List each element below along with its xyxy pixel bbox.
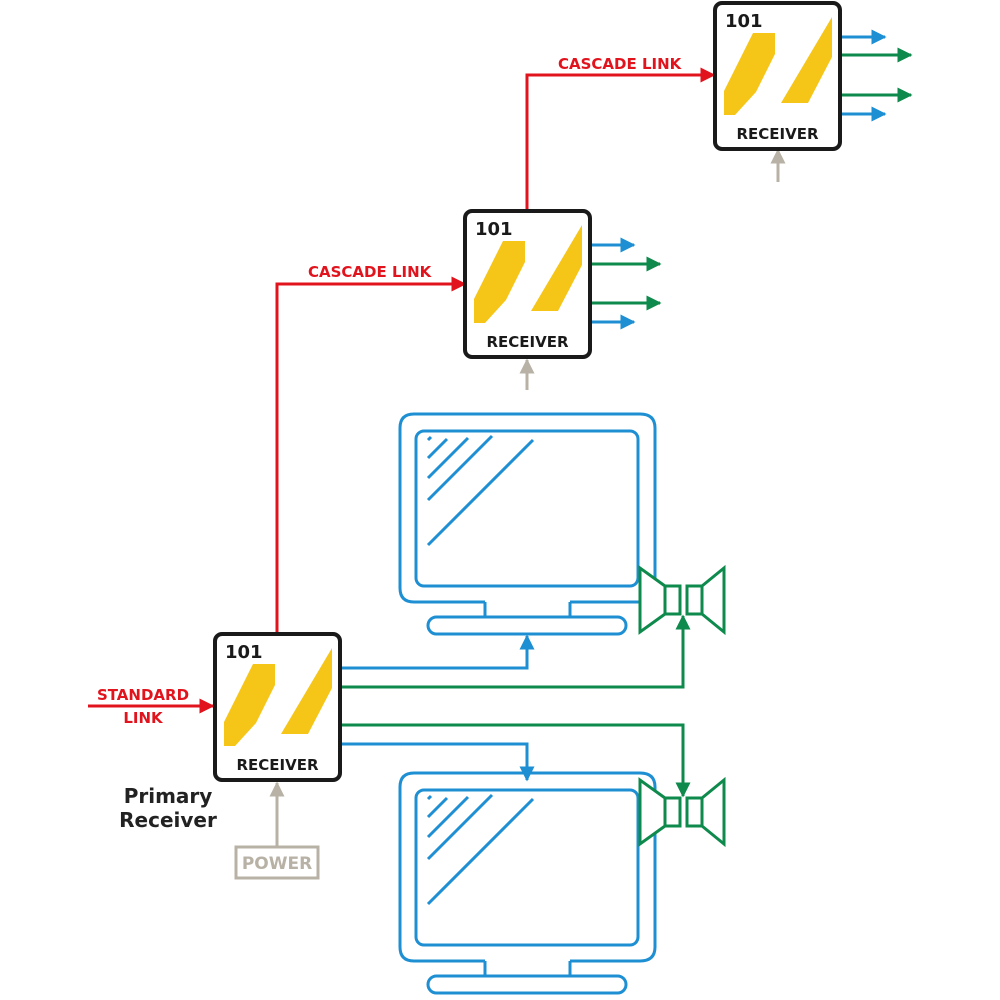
monitor-base xyxy=(426,974,628,995)
primary-label-line1: Primary xyxy=(124,784,213,808)
standard-link-label-line2: LINK xyxy=(123,709,164,727)
cascade-link-label-upper: CASCADE LINK xyxy=(558,55,683,73)
monitor-screen xyxy=(414,429,640,588)
cascade-link-upper-line xyxy=(525,67,716,210)
power-label-box xyxy=(234,845,320,880)
speaker-pair-top xyxy=(638,564,726,636)
cascade-link-lower-line xyxy=(275,276,467,634)
receiver-box-3: 101 RECEIVER xyxy=(713,1,842,151)
video-connection-top-monitor xyxy=(342,634,535,670)
receiver-frame xyxy=(213,632,342,782)
receiver-number: 101 xyxy=(225,642,263,663)
primary-label-line2: Receiver xyxy=(119,808,217,832)
monitor-glare xyxy=(426,793,535,906)
logo-icon xyxy=(224,648,332,746)
standard-link-label: STANDARD LINK xyxy=(97,686,189,727)
receiver-label: RECEIVER xyxy=(736,125,818,143)
monitor-bottom xyxy=(398,771,657,995)
logo-icon xyxy=(724,17,832,115)
receiver-box-primary: 101 RECEIVER xyxy=(213,632,342,782)
audio-connection-top-speakers xyxy=(342,614,691,689)
primary-outputs xyxy=(342,614,691,798)
receiver-label: RECEIVER xyxy=(236,756,318,774)
monitor-screen xyxy=(414,788,640,947)
power-label: POWER xyxy=(242,854,312,874)
receiver-2-outputs xyxy=(592,237,662,330)
video-connection-bottom-monitor xyxy=(342,742,535,782)
receiver-frame xyxy=(463,209,592,359)
monitor-outer-frame xyxy=(398,412,657,604)
standard-link-label-line1: STANDARD xyxy=(97,686,189,704)
monitor-glare xyxy=(426,434,535,547)
monitor-base xyxy=(426,615,628,636)
logo-icon xyxy=(474,225,582,323)
monitor-top xyxy=(398,412,657,636)
monitor-neck xyxy=(483,602,572,617)
receiver-box-2: 101 RECEIVER xyxy=(463,209,592,359)
receiver-label: RECEIVER xyxy=(486,333,568,351)
receiver-3-outputs xyxy=(840,29,913,122)
speaker-right-icon xyxy=(685,564,726,636)
audio-connection-bottom-speakers xyxy=(342,723,691,798)
cascade-links xyxy=(88,67,716,714)
cascade-link-label-lower: CASCADE LINK xyxy=(308,263,433,281)
speaker-pair-bottom xyxy=(638,776,726,848)
receiver-number: 101 xyxy=(725,11,763,32)
monitor-neck xyxy=(483,961,572,976)
monitor-outer-frame xyxy=(398,771,657,963)
receiver-number: 101 xyxy=(475,219,513,240)
receiver-frame xyxy=(713,1,842,151)
speaker-right-icon xyxy=(685,776,726,848)
power-inputs xyxy=(269,148,786,847)
speaker-left-icon xyxy=(638,777,682,847)
speaker-left-icon xyxy=(638,565,682,635)
